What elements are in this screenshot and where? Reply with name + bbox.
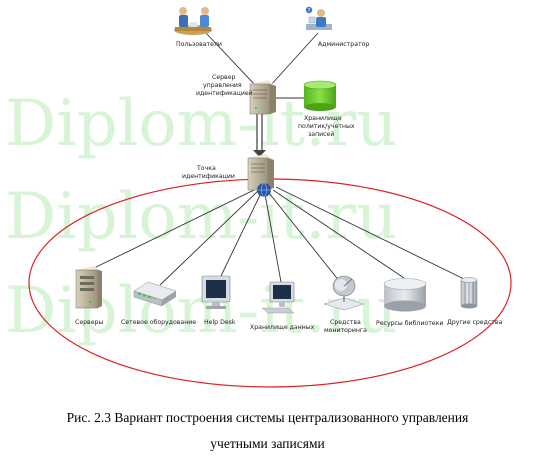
monitoring-icon xyxy=(323,275,365,311)
watermark-text-3: Diplom-it.ru xyxy=(5,274,397,348)
users-label: Пользователи xyxy=(176,41,222,48)
policy-store-icon xyxy=(303,80,337,111)
server-label-line2: управления xyxy=(203,82,242,89)
connector-point-network xyxy=(159,189,260,286)
connector-point-helpdesk xyxy=(219,192,262,279)
store-label-line1: Хранилище xyxy=(304,115,342,122)
connector-point-datastore xyxy=(264,193,282,283)
library-resources-icon xyxy=(383,278,427,312)
connector-users-server xyxy=(205,32,257,87)
server-to-point-link xyxy=(253,113,266,157)
svg-text:?: ? xyxy=(308,8,311,14)
monitoring-label-line2: мониторинга xyxy=(324,327,367,334)
network-equipment-label: Сетевое оборудование xyxy=(121,318,196,326)
point-label-line1: Точка xyxy=(196,165,216,172)
library-resources-label: Ресурсы библиотеки xyxy=(376,319,443,327)
identification-point-icon xyxy=(247,154,274,197)
connector-admin-server xyxy=(269,32,319,87)
store-label-line3: записей xyxy=(308,130,334,138)
figure-caption-line1: Рис. 2.3 Вариант построения системы цент… xyxy=(66,410,469,425)
other-tools-icon xyxy=(460,277,478,309)
helpdesk-label: Help Desk xyxy=(204,319,236,326)
servers-label: Серверы xyxy=(75,319,103,326)
watermark-text-2: Diplom-it.ru xyxy=(5,180,397,254)
administrator-icon: ? xyxy=(305,6,332,30)
servers-icon xyxy=(75,266,102,309)
point-label-line2: идентификации xyxy=(182,173,235,180)
helpdesk-icon xyxy=(201,275,231,309)
connectors xyxy=(89,32,467,286)
figure-caption-line2: учетными записями xyxy=(210,436,325,451)
administrator-label: Администратор xyxy=(318,41,369,48)
server-label-line3: идентификацией xyxy=(196,89,253,97)
monitoring-label-line1: Средства xyxy=(330,319,361,326)
network-equipment-icon xyxy=(133,281,177,307)
connector-point-other xyxy=(275,186,467,281)
other-tools-label: Другие средства xyxy=(447,319,503,326)
arrow-down-icon xyxy=(253,150,266,157)
store-label-line2: политик/учетных xyxy=(298,123,355,130)
connector-point-monitoring xyxy=(268,192,341,283)
server-label-line1: Сервер xyxy=(212,74,236,81)
management-server-icon xyxy=(249,80,276,115)
datastore-icon xyxy=(261,281,295,314)
connector-point-servers xyxy=(89,187,259,271)
datastore-label: Хранилище данных xyxy=(250,324,315,331)
users-icon xyxy=(174,7,212,35)
connector-point-library xyxy=(272,189,405,279)
